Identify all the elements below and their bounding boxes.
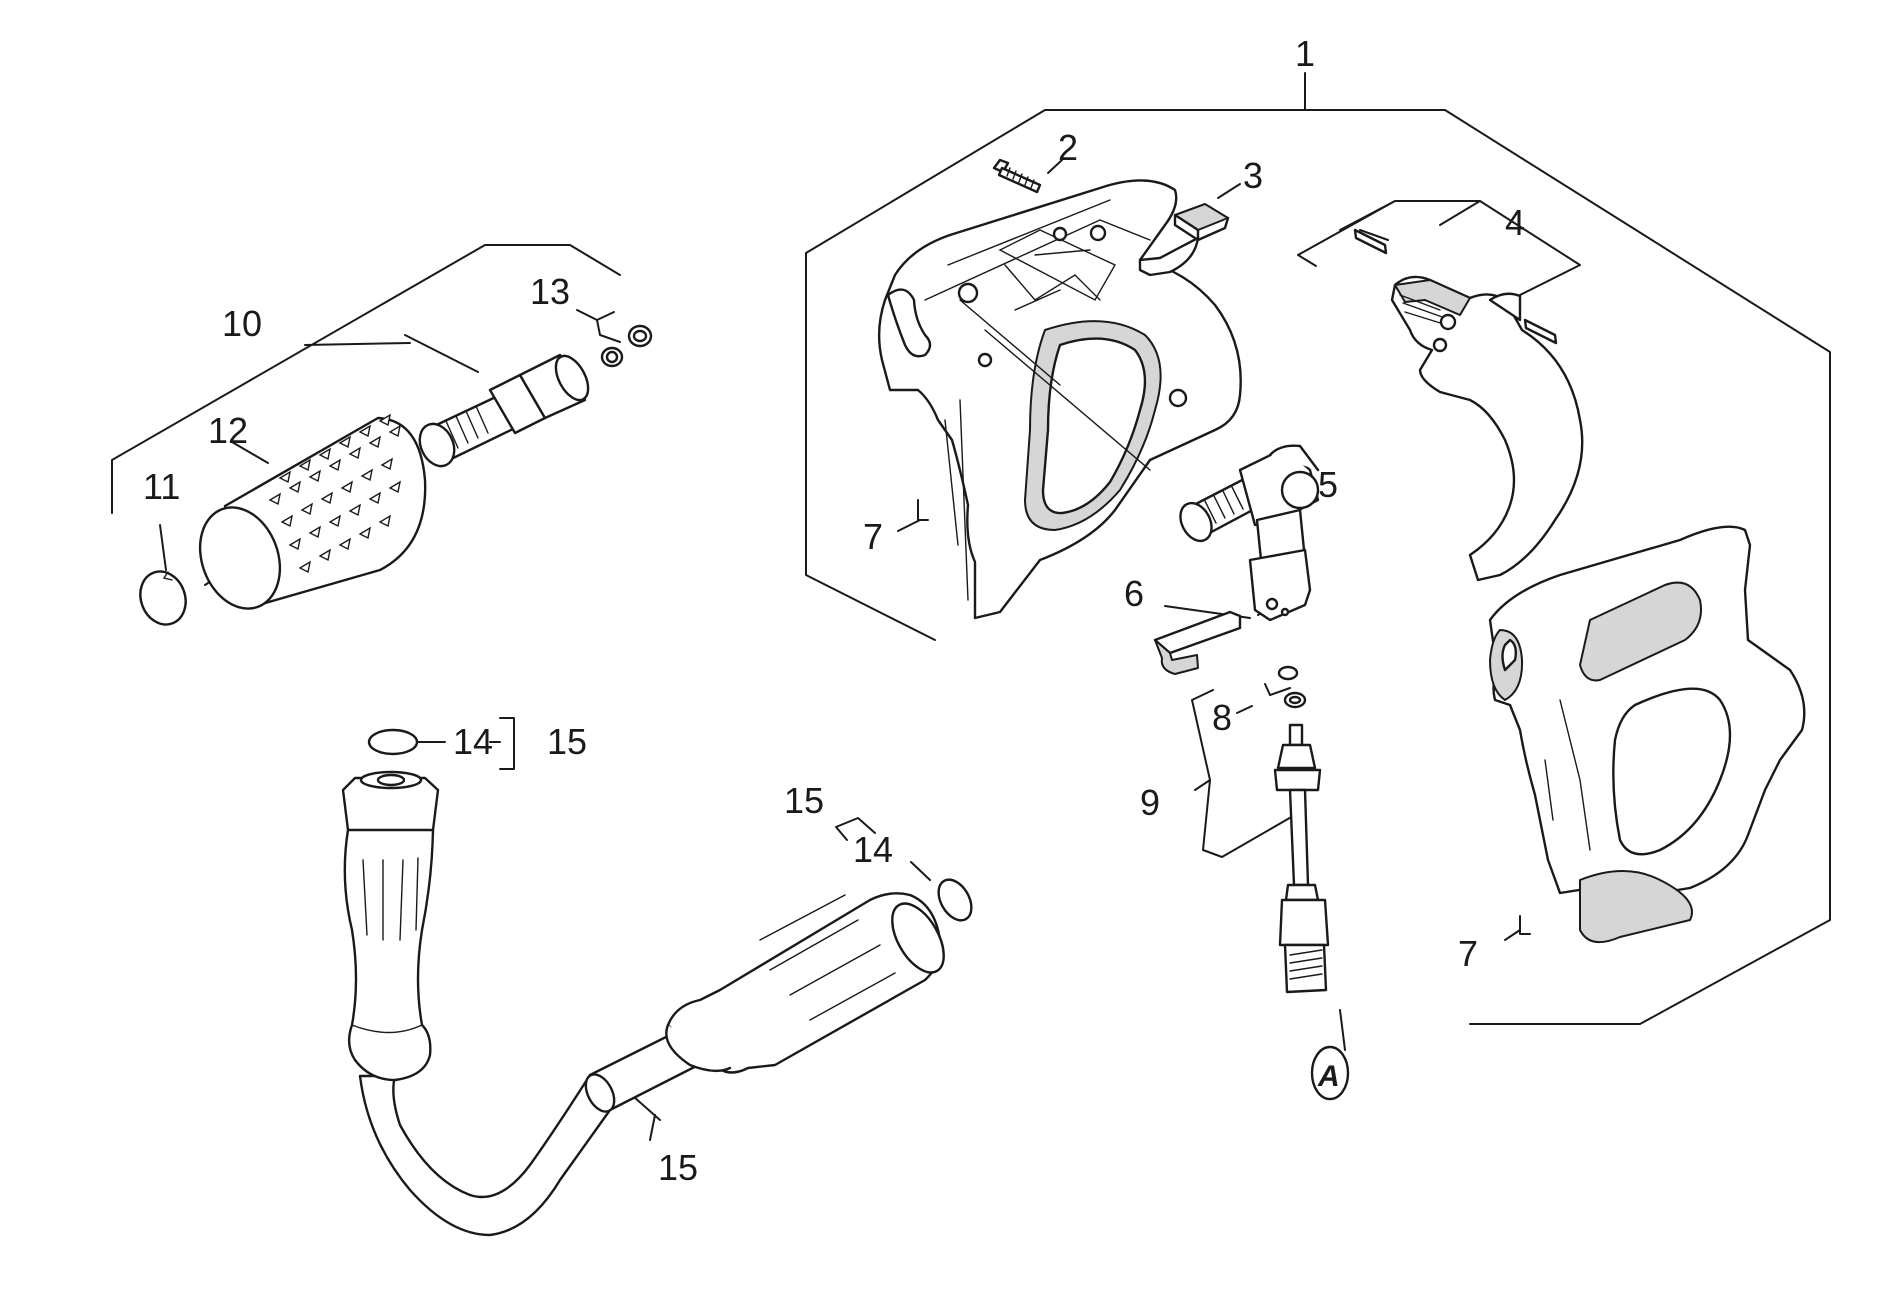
callout-10: 10 <box>222 303 262 344</box>
swivel-connector <box>418 353 590 468</box>
callout-14-top: 14 <box>453 721 493 762</box>
callout-7-left-shell: 7 <box>863 516 883 557</box>
callout-3: 3 <box>1243 155 1263 196</box>
callout-7-right-shell: 7 <box>1458 933 1478 974</box>
callout-15-middle: 15 <box>784 780 824 821</box>
callout-11: 11 <box>143 466 180 507</box>
o-ring-top <box>367 728 419 756</box>
o-rings <box>1277 665 1307 709</box>
screw <box>992 158 1042 194</box>
callout-15-bottom: 15 <box>658 1147 698 1188</box>
lance-tube <box>1273 723 1330 994</box>
o-ring-middle <box>937 878 973 922</box>
callout-14-middle: 14 <box>853 829 893 870</box>
hose-assembly <box>341 770 945 1237</box>
callout-6: 6 <box>1124 573 1144 614</box>
elbow-connector <box>1179 444 1320 622</box>
callout-labels: 1 2 3 4 5 6 7 8 9 10 11 12 13 14 15 15 1… <box>143 33 1525 1188</box>
trigger <box>1353 228 1584 582</box>
perforated-sleeve <box>198 413 427 610</box>
clip <box>1153 610 1242 675</box>
callout-5: 5 <box>1318 464 1338 505</box>
callout-4: 4 <box>1505 202 1525 243</box>
trigger-lock <box>1138 203 1230 277</box>
small-rings <box>600 324 653 368</box>
gun-shell-right-half <box>1488 525 1806 944</box>
circlip <box>139 570 187 626</box>
connector-a-label: A <box>1317 1060 1340 1093</box>
callout-13: 13 <box>530 271 570 312</box>
callout-2: 2 <box>1058 127 1078 168</box>
callout-12: 12 <box>208 410 248 451</box>
gun-shell-left-half <box>877 179 1242 620</box>
sleeve-perforations <box>268 413 401 574</box>
connector-a-symbol <box>1310 1045 1350 1101</box>
callout-8: 8 <box>1212 697 1232 738</box>
callout-1: 1 <box>1295 33 1315 74</box>
callout-9: 9 <box>1140 782 1160 823</box>
callout-15-top: 15 <box>547 721 587 762</box>
